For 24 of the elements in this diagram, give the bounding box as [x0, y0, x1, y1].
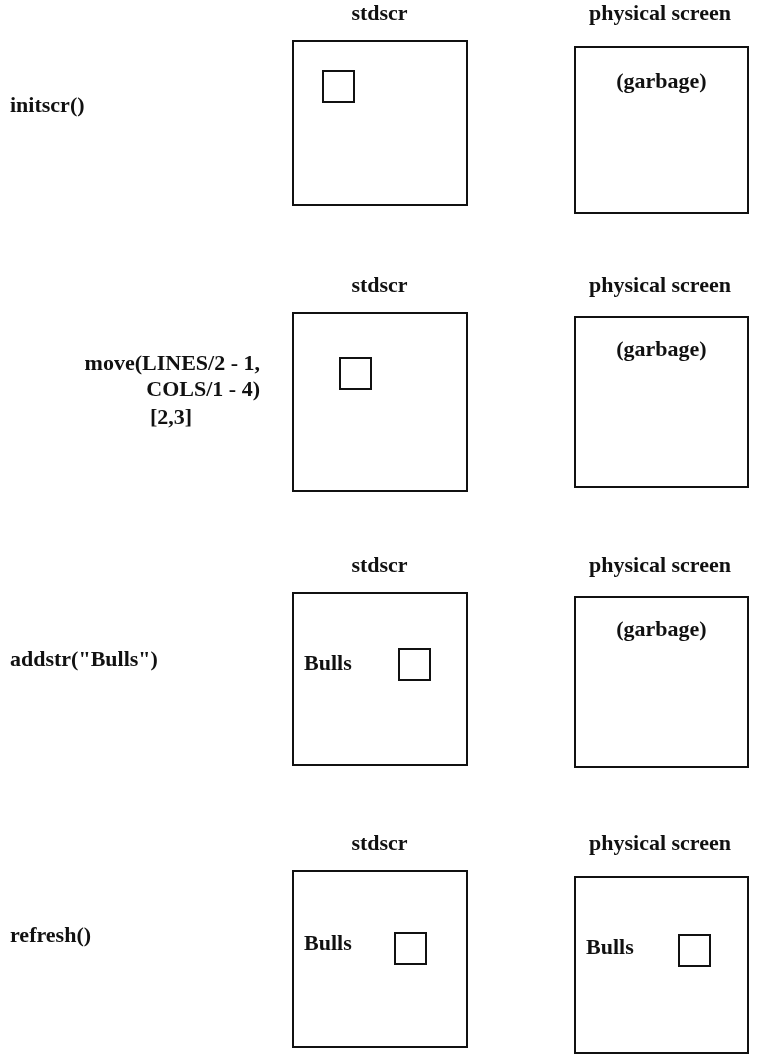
function-call: [2,3] [150, 404, 193, 431]
screen-content: (garbage) [615, 68, 708, 94]
screen-content: Bulls [304, 650, 352, 676]
function-call: initscr() [10, 92, 85, 119]
cursor-square [339, 357, 372, 390]
cursor-square [678, 934, 711, 967]
function-call: addstr("Bulls") [10, 646, 158, 673]
screen-title: physical screen [588, 272, 732, 298]
screen-title: stdscr [350, 552, 409, 578]
screen-title: physical screen [588, 830, 732, 856]
cursor-square [394, 932, 427, 965]
screen-content: Bulls [304, 930, 352, 956]
screen-content: Bulls [586, 934, 634, 960]
screen-content: (garbage) [615, 336, 708, 362]
function-call: refresh() [10, 922, 92, 949]
screen-title: stdscr [350, 830, 409, 856]
screen-title: physical screen [588, 552, 732, 578]
function-call: move(LINES/2 - 1, COLS/1 - 4) [83, 350, 260, 403]
cursor-square [322, 70, 355, 103]
screen-title: stdscr [350, 272, 409, 298]
screen-content: (garbage) [615, 616, 708, 642]
screen-title: physical screen [588, 0, 732, 26]
cursor-square [398, 648, 431, 681]
screen-title: stdscr [350, 0, 409, 26]
